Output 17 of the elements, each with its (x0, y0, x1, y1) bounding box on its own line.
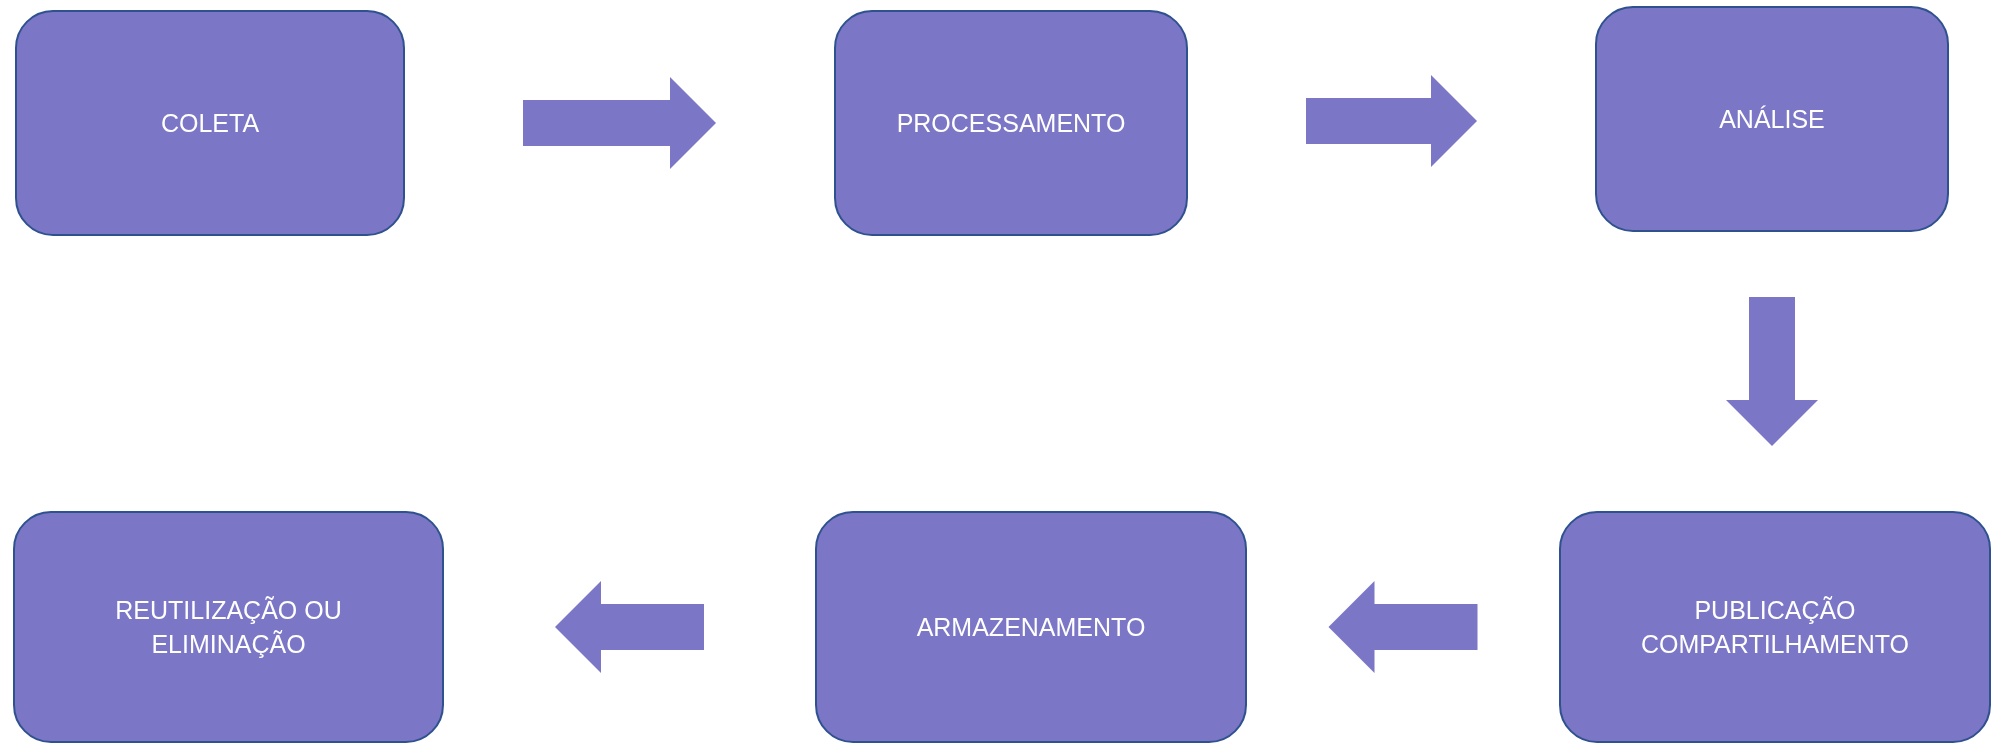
block-arrow (1328, 581, 1478, 673)
process-box (15, 10, 405, 236)
block-arrow (1726, 297, 1818, 446)
block-arrow (1306, 75, 1477, 167)
process-box (1595, 6, 1949, 232)
process-box (1559, 511, 1991, 743)
step-label: PROCESSAMENTO (896, 108, 1126, 139)
step-label: ARMAZENAMENTO (916, 612, 1146, 643)
process-box (834, 10, 1188, 236)
block-arrow (555, 581, 704, 673)
step-label: REUTILIZAÇÃO OU ELIMINAÇÃO (114, 595, 343, 660)
process-box (13, 511, 444, 743)
block-arrow (523, 77, 716, 169)
process-box (815, 511, 1247, 743)
step-label: COLETA (160, 108, 260, 139)
step-label: PUBLICAÇÃO COMPARTILHAMENTO (1639, 595, 1911, 660)
step-label: ANÁLISE (1719, 104, 1825, 135)
